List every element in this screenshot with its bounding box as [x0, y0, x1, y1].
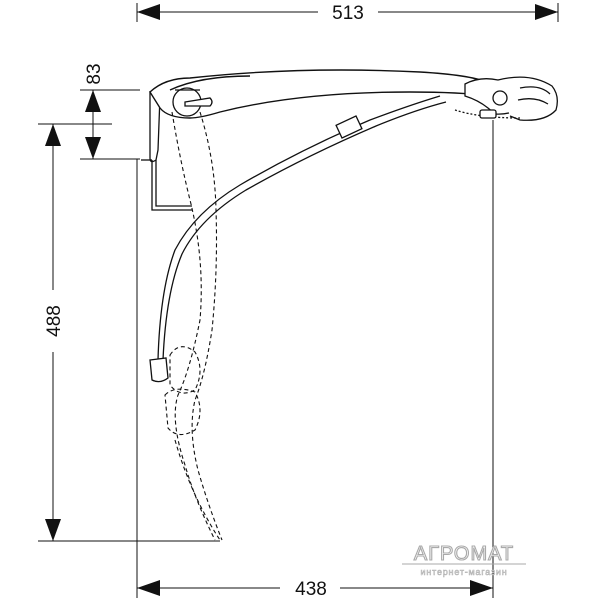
watermark: АГРОМАТ интернет-магазин [402, 542, 526, 577]
pivot-joint [172, 87, 213, 117]
arrowhead-right [535, 4, 558, 20]
wall-bracket [141, 91, 192, 211]
shower-hose [157, 95, 447, 361]
arrowhead-up [45, 124, 61, 146]
arrowhead-down [45, 519, 61, 541]
arrowhead-left [137, 580, 160, 596]
dimension-label-83: 83 [84, 63, 105, 84]
dimension-top-width [136, 3, 559, 22]
arrowhead-down [85, 137, 101, 159]
watermark-brand: АГРОМАТ [414, 543, 514, 565]
dimension-label-488: 488 [44, 305, 65, 337]
dimension-total-height [38, 123, 220, 542]
hose-connector [149, 357, 169, 383]
arrowhead-right [470, 580, 493, 596]
shower-arm [149, 69, 491, 119]
watermark-tagline: интернет-магазин [421, 567, 508, 577]
arrowhead-left [137, 4, 160, 20]
alternate-position-dashed [164, 111, 223, 541]
dimension-mount-height [55, 89, 140, 160]
dimension-label-438: 438 [295, 579, 327, 600]
dimension-label-513: 513 [332, 3, 364, 24]
dimension-bottom-projection [136, 120, 494, 598]
arrowhead-up [85, 90, 101, 112]
shower-head [454, 76, 558, 121]
